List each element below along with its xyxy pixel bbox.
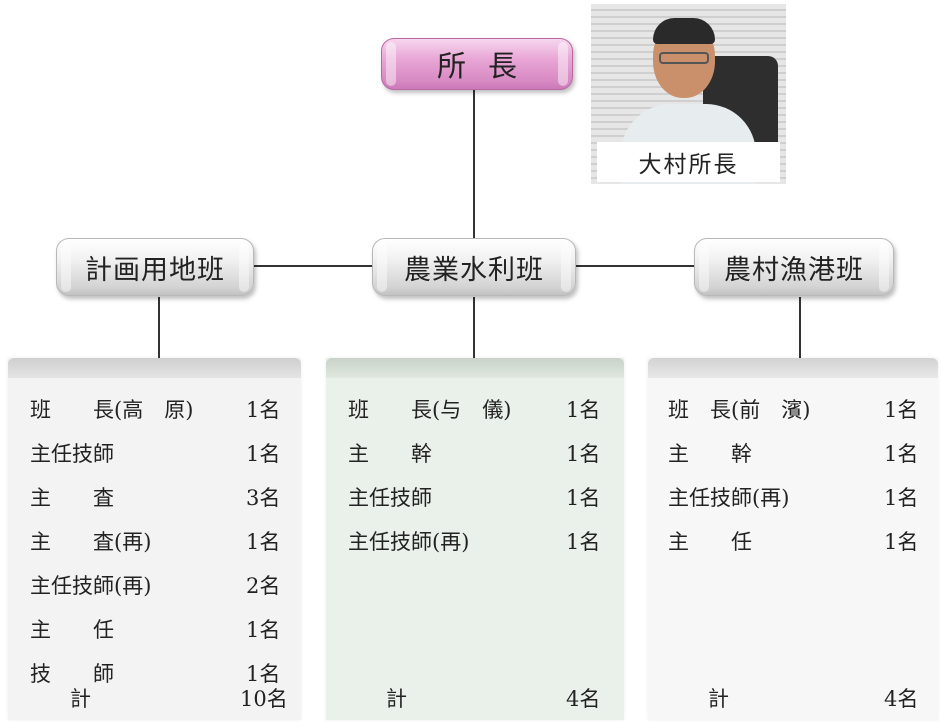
member-row: 主任技師 1名 (326, 476, 624, 520)
total-label: 計 (386, 687, 407, 711)
team-box-planning: 班 長(高 原) 1名 主任技師 1名 主 査 3名 主 査(再) 1名 主任技師(再)… (8, 358, 301, 720)
pill-cap-right (239, 242, 249, 292)
member-row: 主任技師(再) 2名 (8, 564, 301, 608)
box-header-bar (648, 358, 938, 378)
member-role: 主 幹 (348, 442, 432, 466)
pill-cap-left (699, 242, 709, 292)
pill-cap-right (561, 242, 571, 292)
pill-cap-left (377, 242, 387, 292)
team-name-planning: 計画用地班 (85, 254, 225, 286)
member-role: 主 査 (30, 486, 114, 510)
member-row: 班 長(前 濱) 1名 (648, 388, 938, 432)
member-count: 1名 (566, 530, 601, 554)
team-total-irrigation: 計 4名 (0, 677, 944, 721)
total-label: 計 (70, 687, 91, 711)
member-row: 主任技師(再) 1名 (648, 476, 938, 520)
total-label: 計 (708, 687, 729, 711)
total-count: 10名 (240, 687, 288, 711)
member-role: 技 師 (30, 662, 114, 686)
team-box-irrigation: 班 長(与 儀) 1名 主 幹 1名 主任技師 1名 主任技師(再) 1名 (326, 358, 624, 720)
member-count: 1名 (884, 530, 919, 554)
director-label: 所長 (436, 49, 539, 83)
pill-cap-right (558, 42, 568, 86)
box-header-bar (326, 358, 624, 378)
member-count: 1名 (246, 442, 281, 466)
right-team-drop-line (799, 297, 801, 359)
member-row: 主 幹 1名 (648, 432, 938, 476)
total-count: 4名 (566, 687, 601, 711)
member-role: 主任技師(再) (30, 574, 152, 598)
member-role: 主任技師(再) (348, 530, 470, 554)
team-total-fishery: 計 4名 (0, 677, 944, 721)
member-role: 主 幹 (668, 442, 752, 466)
director-connector-line (473, 88, 475, 240)
member-count: 1名 (246, 618, 281, 642)
person-glasses (659, 52, 709, 64)
team-box-fishery: 班 長(前 濱) 1名 主 幹 1名 主任技師(再) 1名 主 任 1名 (648, 358, 938, 720)
team-connector-left (252, 265, 372, 267)
member-count: 1名 (566, 486, 601, 510)
member-count: 3名 (246, 486, 281, 510)
member-row: 主 幹 1名 (326, 432, 624, 476)
member-list: 班 長(与 儀) 1名 主 幹 1名 主任技師 1名 主任技師(再) 1名 (326, 388, 624, 564)
member-row: 主 任 1名 (8, 608, 301, 652)
team-name-fishery: 農村漁港班 (724, 254, 864, 286)
director-node: 所長 (381, 38, 573, 90)
box-header-bar (8, 358, 301, 378)
member-role: 班 長(与 儀) (348, 398, 512, 422)
team-node-planning: 計画用地班 (56, 238, 254, 296)
member-list: 班 長(高 原) 1名 主任技師 1名 主 査 3名 主 査(再) 1名 主任技師(再)… (8, 388, 301, 696)
member-count: 1名 (884, 486, 919, 510)
member-count: 1名 (884, 442, 919, 466)
photo-caption: 大村所長 (597, 142, 780, 182)
member-role: 主任技師 (348, 486, 432, 510)
team-name-irrigation: 農業水利班 (404, 254, 544, 286)
member-role: 班 長(前 濱) (668, 398, 811, 422)
middle-team-drop-line (473, 297, 475, 359)
team-node-irrigation: 農業水利班 (372, 238, 576, 296)
team-total-planning: 計 10名 (0, 677, 944, 721)
member-count: 2名 (246, 574, 281, 598)
left-team-drop-line (158, 297, 160, 359)
person-hair (653, 18, 715, 44)
team-connector-right (574, 265, 694, 267)
member-row: 班 長(高 原) 1名 (8, 388, 301, 432)
member-count: 1名 (246, 662, 281, 686)
team-node-fishery: 農村漁港班 (694, 238, 894, 296)
member-list: 班 長(前 濱) 1名 主 幹 1名 主任技師(再) 1名 主 任 1名 (648, 388, 938, 564)
member-row: 主 査(再) 1名 (8, 520, 301, 564)
member-row: 主 任 1名 (648, 520, 938, 564)
pill-cap-right (879, 242, 889, 292)
member-row: 主 査 3名 (8, 476, 301, 520)
member-count: 1名 (884, 398, 919, 422)
member-role: 班 長(高 原) (30, 398, 194, 422)
member-count: 1名 (246, 398, 281, 422)
member-role: 主 任 (30, 618, 114, 642)
member-row: 主任技師(再) 1名 (326, 520, 624, 564)
member-row: 技 師 1名 (8, 652, 301, 696)
member-row: 班 長(与 儀) 1名 (326, 388, 624, 432)
member-count: 1名 (566, 442, 601, 466)
member-role: 主任技師(再) (668, 486, 790, 510)
member-count: 1名 (246, 530, 281, 554)
pill-cap-left (386, 42, 396, 86)
member-role: 主任技師 (30, 442, 114, 466)
pill-cap-left (61, 242, 71, 292)
member-role: 主 任 (668, 530, 752, 554)
total-count: 4名 (884, 687, 919, 711)
member-role: 主 査(再) (30, 530, 152, 554)
member-row: 主任技師 1名 (8, 432, 301, 476)
director-photo: 大村所長 (591, 4, 786, 184)
member-count: 1名 (566, 398, 601, 422)
